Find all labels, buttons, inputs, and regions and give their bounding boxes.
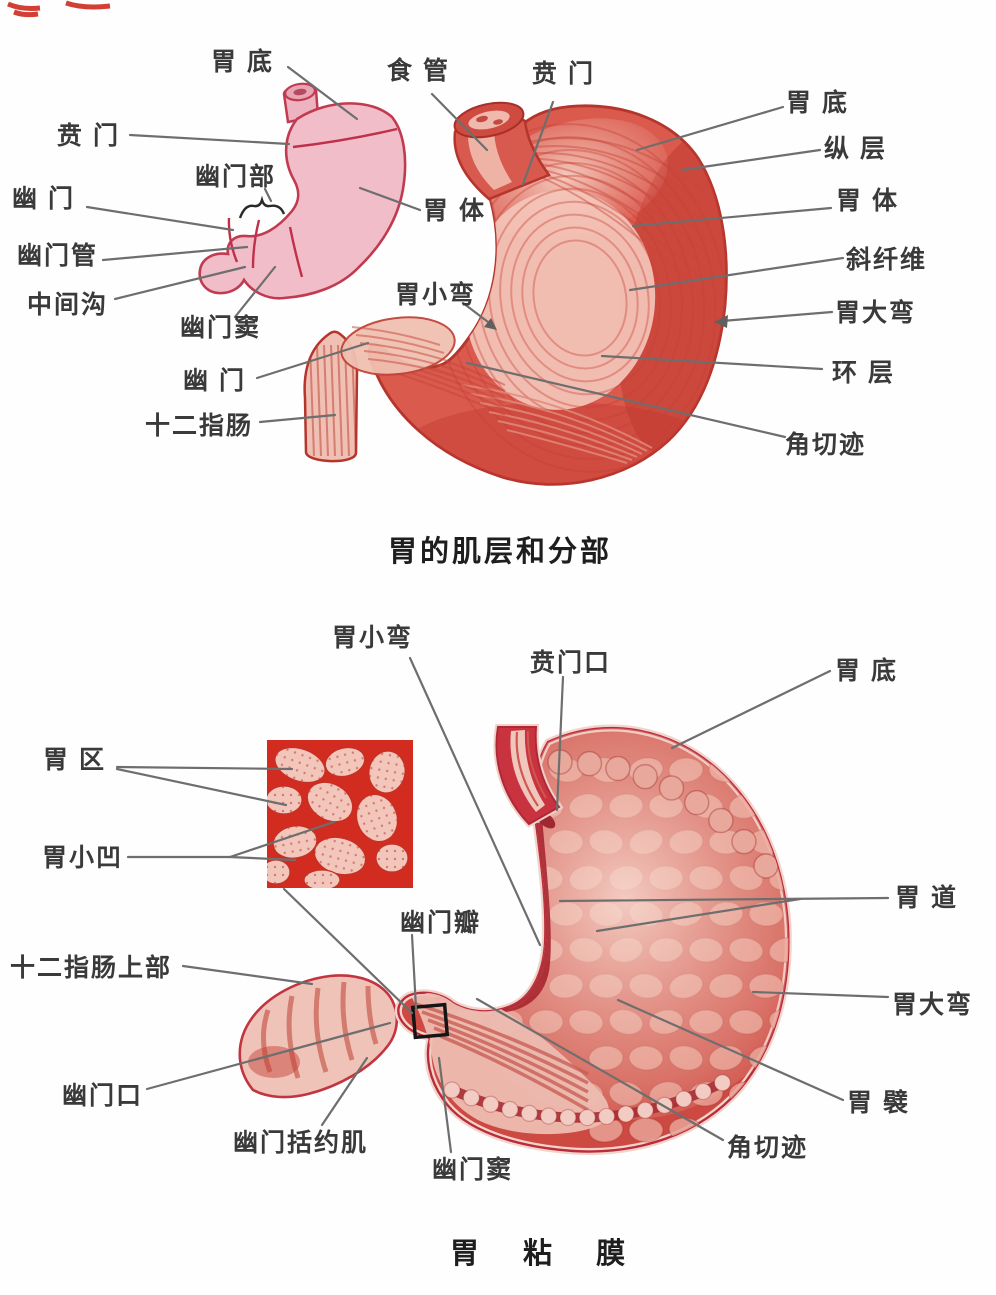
f1-label-intermediate-groove: 中间沟 xyxy=(27,291,109,319)
f1-label-lesser-curvature: 胃小弯 xyxy=(395,281,477,309)
f2-label-pyloric-valve: 幽门瓣 xyxy=(400,909,482,937)
f1-label-esophagus: 食 管 xyxy=(387,57,450,85)
figure2-leader-lines xyxy=(115,656,890,1154)
f2-label-pyloric-antrum: 幽门窦 xyxy=(432,1156,514,1184)
f1-label-fundus-right: 胃 底 xyxy=(786,89,849,117)
f1-label-cardia-top: 贲 门 xyxy=(532,60,595,88)
muscular-stomach xyxy=(303,101,728,486)
division-lines xyxy=(227,127,398,278)
small-outline-stomach xyxy=(198,82,407,300)
f1-label-circular-layer: 环 层 xyxy=(832,359,895,387)
f2-label-gastric-canal: 胃 道 xyxy=(895,884,958,912)
mucosa-inset xyxy=(267,740,413,888)
f1-label-pyloric-part: 幽门部 xyxy=(195,163,277,191)
f1-label-body-small: 胃 体 xyxy=(423,197,486,225)
f2-label-pyloric-orifice: 幽门口 xyxy=(62,1082,144,1110)
f1-label-body-right: 胃 体 xyxy=(836,187,899,215)
f1-label-pyloric-antrum: 幽门窦 xyxy=(180,314,262,342)
f1-label-pylorus-lower: 幽 门 xyxy=(183,367,246,395)
f1-label-pyloric-canal: 幽门管 xyxy=(17,242,99,270)
f1-label-cardia-left: 贲 门 xyxy=(57,122,120,150)
f2-label-gastric-folds: 胃 襞 xyxy=(847,1089,910,1117)
cropped-red-artifact xyxy=(7,0,111,18)
f2-label-angular-incisure: 角切迹 xyxy=(727,1134,809,1162)
f1-label-pylorus-upper: 幽 门 xyxy=(12,185,75,213)
f2-label-lesser-curvature: 胃小弯 xyxy=(332,624,414,652)
f1-label-oblique-fibers: 斜纤维 xyxy=(846,246,928,274)
f1-label-longitudinal-layer: 纵 层 xyxy=(824,135,887,163)
f2-label-greater-curvature: 胃大弯 xyxy=(892,991,974,1019)
figure1-title: 胃的肌层和分部 xyxy=(388,536,613,568)
f2-label-gastric-areas: 胃 区 xyxy=(43,746,106,774)
pyloric-valve-marker xyxy=(410,1002,450,1040)
f2-label-fundus: 胃 底 xyxy=(835,657,898,685)
f1-label-fundus-small: 胃 底 xyxy=(211,48,274,76)
f2-label-pyloric-sphincter: 幽门括约肌 xyxy=(233,1129,369,1157)
f2-label-cardiac-orifice: 贲门口 xyxy=(530,649,612,677)
f1-label-greater-curvature: 胃大弯 xyxy=(835,299,917,327)
figure1-leader-lines xyxy=(85,65,845,439)
f2-label-duodenum-superior: 十二指肠上部 xyxy=(10,954,173,982)
f1-label-duodenum: 十二指肠 xyxy=(145,412,254,440)
figure2-title: 胃 粘 膜 xyxy=(450,1238,636,1270)
f1-label-angular-incisure: 角切迹 xyxy=(785,431,867,459)
duodenal-folds xyxy=(260,981,379,1079)
f2-label-gastric-pits: 胃小凹 xyxy=(42,844,124,872)
pyloric-part-brace xyxy=(238,195,286,219)
